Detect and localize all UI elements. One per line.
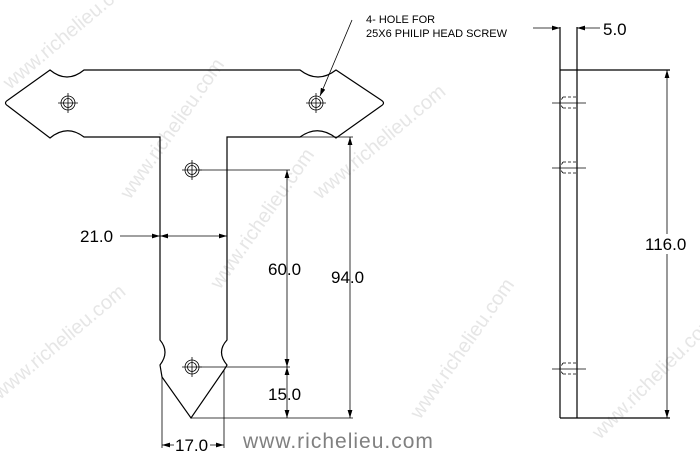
t-plate-outline [4,69,385,420]
svg-text:www.richelieu.com: www.richelieu.com [116,55,230,204]
dim-tip-width: 17.0 [175,436,208,455]
screw-holes [58,93,326,377]
dim-stem-height: 94.0 [331,268,364,287]
dim-total-height: 116.0 [645,235,686,254]
website-text: www.richelieu.com [242,430,434,453]
svg-text:www.richelieu.com: www.richelieu.com [406,275,520,424]
note-line2: 25X6 PHILIP HEAD SCREW [366,28,508,40]
svg-text:www.richelieu.com: www.richelieu.com [0,0,140,94]
side-view [552,27,670,419]
dim-thickness: 5.0 [603,20,627,39]
svg-text:www.richelieu.com: www.richelieu.com [0,281,130,405]
svg-text:www.richelieu.com: www.richelieu.com [206,145,320,294]
svg-text:www.richelieu.com: www.richelieu.com [587,311,700,444]
dim-tip-offset: 15.0 [268,385,301,404]
dim-hole-spacing: 60.0 [268,260,301,279]
dim-stem-width: 21.0 [80,227,113,246]
note-line1: 4- HOLE FOR [366,14,435,26]
